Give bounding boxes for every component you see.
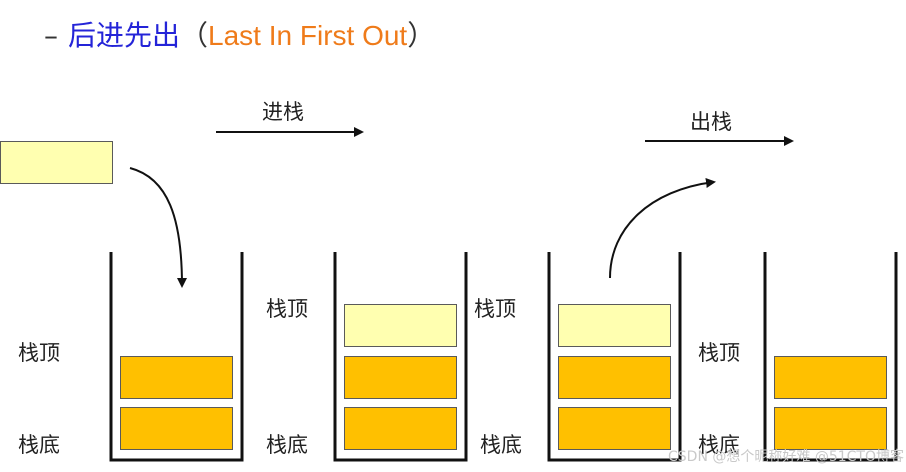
stack-3-container: [547, 252, 682, 462]
stack-4-top-label: 栈顶: [698, 341, 740, 365]
pop-curve-arrow: [609, 178, 716, 279]
stack-3-bottom-label: 栈底: [480, 433, 522, 457]
watermark: CSDN @想个昵称好难 @51CTO博客: [668, 449, 904, 465]
stack-2-element-new: [344, 304, 457, 347]
title-dash: –: [44, 19, 58, 52]
stack-4-container: [763, 252, 898, 462]
stack-3-element-middle: [558, 356, 671, 399]
stack-4-bottom-label: 栈底: [698, 433, 740, 457]
stack-1-element-top: [120, 356, 233, 399]
push-curve-arrow: [129, 167, 187, 288]
stack-1-top-label: 栈顶: [18, 341, 60, 365]
stack-3-top-label: 栈顶: [474, 297, 516, 321]
title: –后进先出（Last In First Out）: [44, 16, 435, 56]
push-label: 进栈: [262, 100, 304, 124]
stack-2-element-middle: [344, 356, 457, 399]
title-close-paren: ）: [407, 19, 436, 52]
stack-1-element-bottom: [120, 407, 233, 450]
stack-3-element-bottom: [558, 407, 671, 450]
pop-label: 出栈: [690, 110, 732, 134]
title-chinese: 后进先出: [68, 19, 181, 52]
stack-3-element-top: [558, 304, 671, 347]
title-english: Last In First Out: [208, 20, 408, 51]
stack-2-bottom-label: 栈底: [266, 433, 308, 457]
stack-2-element-bottom: [344, 407, 457, 450]
stack-4-element-bottom: [774, 407, 887, 450]
stack-4-element-top: [774, 356, 887, 399]
title-open-paren: （: [180, 19, 209, 52]
incoming-element: [0, 141, 113, 184]
stack-1-bottom-label: 栈底: [18, 433, 60, 457]
stack-2-top-label: 栈顶: [266, 297, 308, 321]
stack-2-container: [333, 252, 468, 462]
stack-1-container: [109, 252, 244, 462]
